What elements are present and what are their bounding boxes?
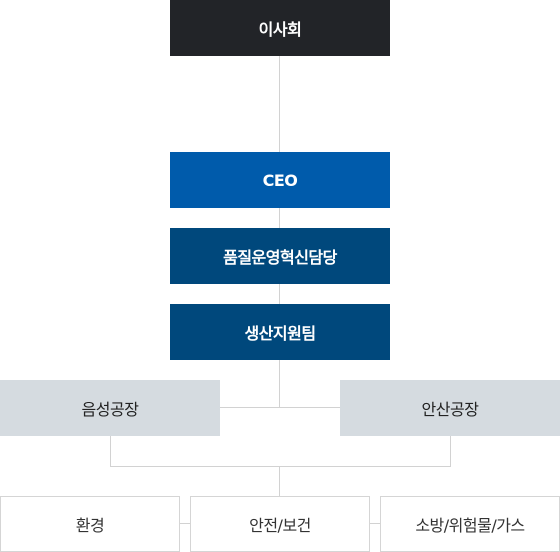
team-label: 환경 (75, 516, 105, 535)
plant-left-box: 음성공장 (0, 380, 220, 436)
plant-right-box: 안산공장 (340, 380, 560, 436)
team-box: 안전/보건 (190, 496, 370, 552)
plant-left-label: 음성공장 (81, 400, 139, 419)
connector-bottom-horizontal (110, 466, 451, 467)
support-team-box: 생산지원팀 (170, 304, 390, 360)
team-label: 안전/보건 (249, 516, 311, 535)
connector-left-plant-down (110, 436, 111, 466)
ceo-box: CEO (170, 152, 390, 208)
plant-right-label: 안산공장 (421, 400, 479, 419)
support-team-label: 생산지원팀 (244, 324, 316, 343)
team-box: 소방/위험물/가스 (380, 496, 560, 552)
connector-plants-horizontal (220, 407, 340, 408)
board-label: 이사회 (258, 20, 302, 39)
connector-team-right (370, 523, 380, 524)
quality-label: 품질운영혁신담당 (223, 248, 337, 267)
connector-team-left (180, 523, 190, 524)
team-box: 환경 (0, 496, 180, 552)
ceo-label: CEO (262, 170, 298, 190)
connector-right-plant-down (450, 436, 451, 466)
team-label: 소방/위험물/가스 (415, 516, 525, 535)
quality-box: 품질운영혁신담당 (170, 228, 390, 284)
board-box: 이사회 (170, 0, 390, 56)
connector-teams-vertical (279, 466, 280, 496)
